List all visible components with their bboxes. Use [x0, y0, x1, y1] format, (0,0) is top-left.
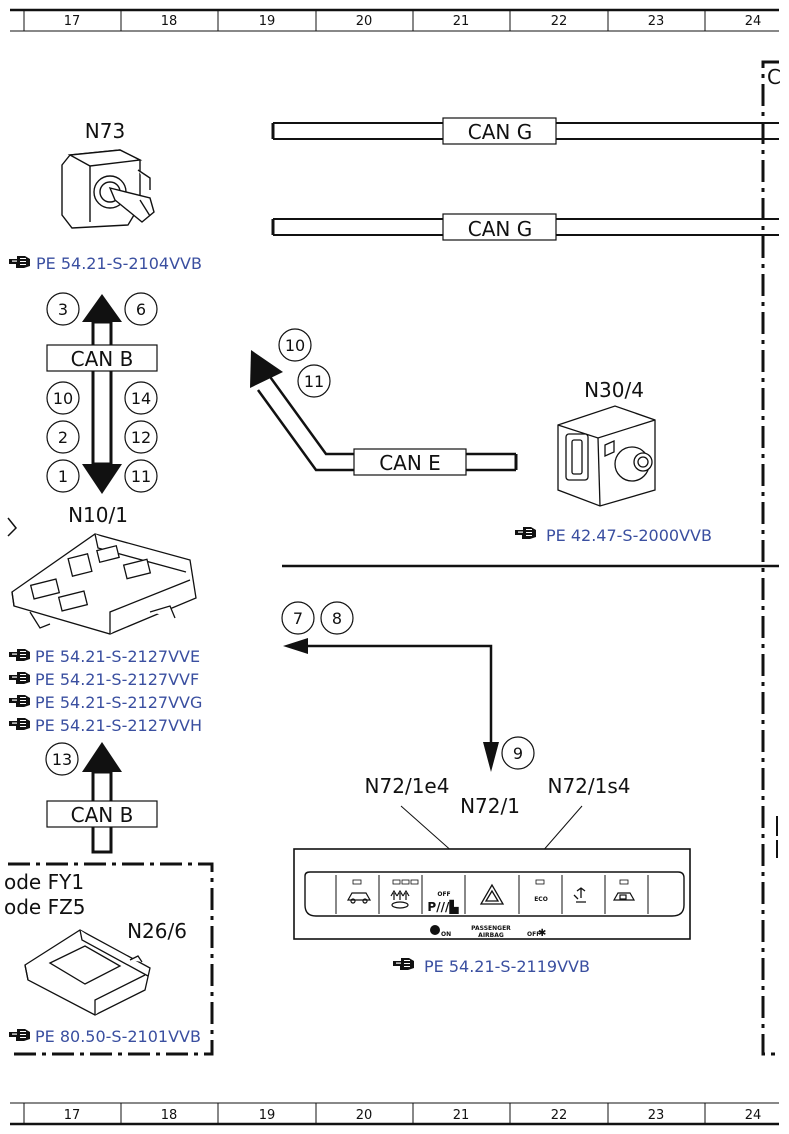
grid-col-22: 22	[551, 14, 568, 29]
signal-11: 11	[131, 467, 151, 486]
n10-1-label: N10/1	[68, 503, 128, 527]
can-b-bus-1: CAN B	[46, 294, 158, 494]
interior-protection-icon	[346, 892, 372, 904]
signal-8: 8	[332, 609, 342, 628]
rear-door-child-lock-icon	[612, 892, 636, 901]
right-module-frame: C	[761, 60, 781, 1056]
signal-2: 2	[58, 428, 68, 447]
signal-9: 9	[513, 744, 523, 763]
signal-line-7-8-9	[281, 601, 535, 772]
can-e-label: CAN E	[379, 451, 441, 475]
n30-4-label: N30/4	[584, 378, 644, 402]
signal-14: 14	[131, 389, 151, 408]
n30-4-ref-link[interactable]: PE 42.47-S-2000VVB	[546, 526, 712, 545]
control-unit-icon	[24, 929, 151, 1016]
n73-ref-link[interactable]: PE 54.21-S-2104VVB	[36, 254, 202, 273]
n10-1-ref-link-h[interactable]: PE 54.21-S-2127VVH	[35, 716, 202, 735]
grid-col-19-bottom: 19	[259, 1108, 276, 1123]
tow-away-protection-icon	[390, 889, 410, 909]
can-g-label-1: CAN G	[468, 120, 532, 144]
grid-col-20-bottom: 20	[356, 1108, 373, 1123]
n73-label: N73	[85, 119, 125, 143]
signal-6: 6	[136, 300, 146, 319]
n10-1-ref-hand-icon-1	[9, 649, 30, 661]
signal-12: 12	[131, 428, 151, 447]
passenger-airbag-line-2: AIRBAG	[478, 932, 504, 939]
n26-6-ref-link[interactable]: PE 80.50-S-2101VVB	[35, 1027, 201, 1046]
signal-circles-n73	[46, 292, 158, 493]
n72-1-ref-link[interactable]: PE 54.21-S-2119VVB	[424, 957, 590, 976]
n10-1-ref-hand-icon-4	[9, 718, 30, 730]
n10-1-ref-hand-icon-2	[9, 672, 30, 684]
grid-col-18-bottom: 18	[161, 1108, 178, 1123]
n73-component: N73 PE 54.21-S-2104VVB	[9, 119, 202, 273]
n10-1-ref-link-e[interactable]: PE 54.21-S-2127VVE	[35, 647, 200, 666]
top-grid-ruler: 17 18 19 20 21 22 23 24	[10, 8, 779, 32]
can-g-bus-2: CAN G	[271, 213, 779, 241]
grid-col-19: 19	[259, 14, 276, 29]
signal-10: 10	[53, 389, 73, 408]
n72-1-component: N72/1e4 N72/1s4 N72/1	[293, 774, 691, 976]
grid-col-17-bottom: 17	[64, 1108, 81, 1123]
signal-7: 7	[293, 609, 303, 628]
n72-1s4-label: N72/1s4	[547, 774, 630, 798]
signal-1: 1	[58, 467, 68, 486]
n72-1e4-label: N72/1e4	[365, 774, 450, 798]
n72-1-label: N72/1	[460, 794, 520, 818]
n10-1-component: N10/1 PE 54.21-S-2127VVE PE 54.21-S-2127…	[7, 503, 202, 735]
ignition-switch-icon	[61, 149, 155, 229]
n26-6-component: ode FY1 ode FZ5 N26/6 PE 80.50-S-2101VVB	[4, 862, 214, 1056]
n30-4-component: N30/4 PE 42.47-S-2000VVB	[515, 378, 712, 545]
n10-1-ref-hand-icon-3	[9, 695, 30, 707]
grid-col-23-bottom: 23	[648, 1108, 665, 1123]
grid-col-20: 20	[356, 14, 373, 29]
can-e-bus: CAN E	[250, 328, 518, 476]
can-g-label-2: CAN G	[468, 217, 532, 241]
parktronic-off-text: OFF	[437, 891, 450, 898]
can-g-bus-1: CAN G	[271, 117, 779, 145]
eco-text: ECO	[534, 896, 548, 903]
airbag-on-text: ON	[441, 931, 451, 938]
abs-esp-unit-icon	[557, 405, 656, 507]
n26-6-label: N26/6	[127, 919, 187, 943]
airbag-off-text: OFF	[527, 931, 540, 938]
can-b-bus-2: CAN B 13	[45, 742, 158, 854]
seat-adjust-icon	[573, 887, 586, 903]
passenger-airbag-line-1: PASSENGER	[471, 925, 511, 932]
signal-13: 13	[52, 750, 72, 769]
airbag-off-icon: ✱	[538, 928, 546, 939]
code-fz5-label: ode FZ5	[4, 895, 86, 919]
grid-col-18: 18	[161, 14, 178, 29]
grid-col-24: 24	[745, 14, 762, 29]
n10-1-ref-link-f[interactable]: PE 54.21-S-2127VVF	[35, 670, 199, 689]
parktronic-icon: P///▙	[427, 899, 459, 914]
n72-1-ref-hand-icon	[393, 958, 414, 970]
code-fy1-label: ode FY1	[4, 870, 84, 894]
grid-col-21: 21	[453, 14, 470, 29]
n30-4-ref-hand-icon	[515, 527, 536, 539]
grid-col-22-bottom: 22	[551, 1108, 568, 1123]
grid-col-23: 23	[648, 14, 665, 29]
signal-10-can-e: 10	[285, 336, 305, 355]
right-edge-glyph: C	[767, 65, 781, 89]
n73-ref-hand-icon	[9, 256, 30, 268]
bottom-grid-ruler: 17 18 19 20 21 22 23 24	[10, 1102, 779, 1126]
n26-6-ref-hand-icon	[9, 1029, 30, 1041]
can-b-label-2: CAN B	[71, 803, 134, 827]
grid-col-21-bottom: 21	[453, 1108, 470, 1123]
airbag-on-icon	[430, 925, 440, 935]
n10-1-ref-link-g[interactable]: PE 54.21-S-2127VVG	[35, 693, 202, 712]
signal-11-can-e: 11	[304, 372, 324, 391]
signal-3: 3	[58, 300, 68, 319]
sam-control-unit-icon	[11, 533, 197, 635]
hazard-warning-icon	[479, 883, 505, 905]
grid-col-24-bottom: 24	[745, 1108, 762, 1123]
can-b-label-1: CAN B	[71, 347, 134, 371]
grid-col-17: 17	[64, 14, 81, 29]
